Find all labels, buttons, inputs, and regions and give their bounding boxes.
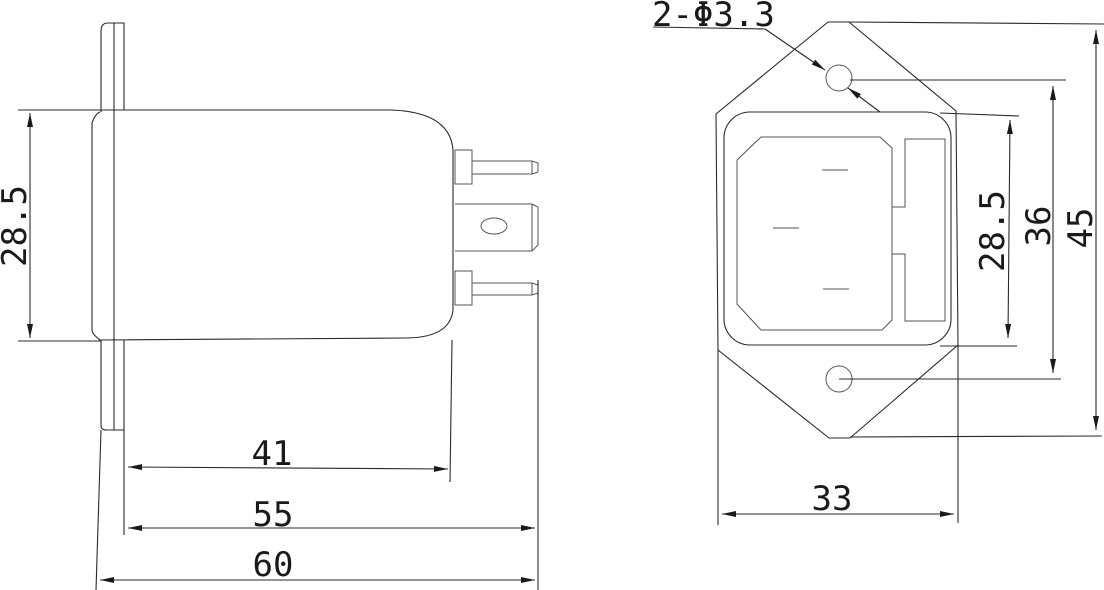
dim-label-inner-height: 28.5 — [973, 190, 1013, 272]
side-view: 28.5 41 55 60 — [0, 22, 539, 590]
hole-callout-label: 2-Φ3.3 — [652, 0, 775, 35]
fuse-holder — [891, 138, 946, 322]
dimension-overall-height: 45 — [1061, 30, 1101, 430]
dim-label-pin-length: 55 — [253, 495, 294, 535]
dimension-pin-length: 55 — [128, 495, 535, 535]
front-view: 2-Φ3.3 28.5 36 45 33 — [652, 0, 1104, 525]
dimension-width: 33 — [722, 479, 954, 519]
dimension-inner-height: 28.5 — [973, 119, 1013, 339]
dim-label-hole-spacing: 36 — [1019, 206, 1059, 247]
filter-body — [91, 109, 454, 341]
socket-frame — [723, 111, 952, 346]
dim-label-overall-height: 45 — [1061, 208, 1101, 249]
dim-label-body-length: 41 — [252, 434, 293, 474]
mounting-hole-top — [825, 64, 853, 92]
dimension-hole-spacing: 36 — [1019, 86, 1059, 373]
dimension-overall-length: 60 — [100, 545, 535, 585]
dimension-height-side: 28.5 — [0, 109, 106, 342]
dim-label-height: 28.5 — [0, 185, 35, 267]
dimension-body-length: 41 — [127, 434, 449, 474]
hole-callout: 2-Φ3.3 — [652, 0, 881, 113]
iec-inlet — [736, 136, 893, 331]
flange-outline — [715, 21, 959, 439]
dim-label-width: 33 — [812, 479, 853, 519]
dim-label-overall-length: 60 — [253, 545, 294, 585]
inlet-contacts — [773, 169, 849, 290]
terminal-pins — [454, 149, 539, 306]
flange-plate — [100, 22, 125, 431]
